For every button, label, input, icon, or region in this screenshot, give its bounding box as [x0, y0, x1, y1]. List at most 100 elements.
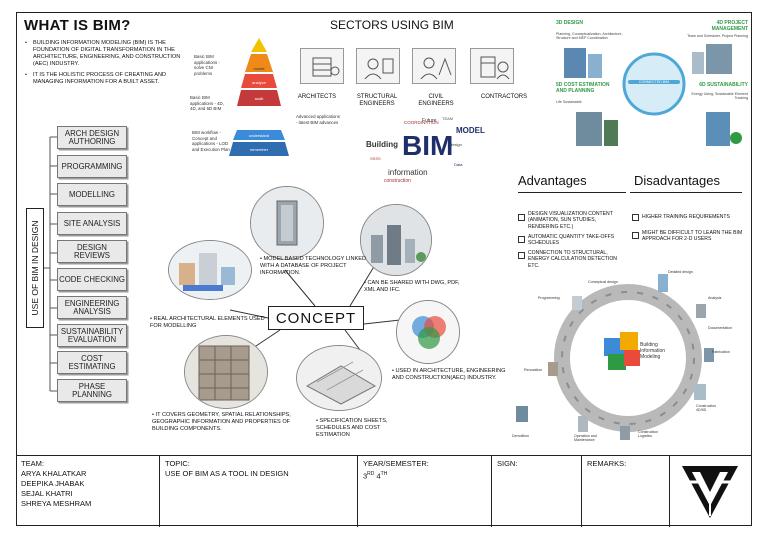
remarks-label: REMARKS:: [587, 459, 627, 468]
poster-sheet: [16, 12, 752, 526]
lifecycle-stage: Documentation: [708, 326, 733, 330]
dim-5d-sub: Life Sustainable: [556, 100, 582, 104]
what-is-bim-bullets: Building information modeling (BIM) is t…: [24, 40, 184, 90]
disadvantage-text: Might be difficult to learn the BIM appr…: [642, 230, 743, 243]
concept-point-geometry: • It covers geometry, spatial relationsh…: [152, 412, 291, 432]
advantage-text: Connection to structural, energy calcula…: [528, 250, 617, 269]
concept-image-city: [360, 204, 432, 276]
lifecycle-stage: Operation and Maintenance: [574, 434, 597, 442]
uses-connector-lines: [44, 136, 58, 392]
dim-4d-title: 4D PROJECT MANAGEMENT: [711, 20, 748, 32]
sign-cell: SIGN:: [492, 456, 582, 527]
sign-label: SIGN:: [497, 459, 518, 468]
use-of-bim-label: USE OF BIM IN DESIGN: [30, 220, 40, 316]
pyramid-note: BIM workflow - Concept and applications …: [192, 130, 230, 152]
use-item-sustainability: SUSTAINABILITY EVALUATION: [57, 324, 127, 347]
use-item-engineering-analysis: ENGINEERING ANALYSIS: [57, 296, 127, 319]
dim-3d-title: 3D DESIGN: [556, 20, 583, 26]
wordcloud-word: COORDINATION: [404, 120, 439, 125]
pyramid-level: analyze: [252, 80, 266, 85]
concept-point-text: Used in architecture, engineering and co…: [392, 368, 506, 381]
use-item-site-analysis: SITE ANALYSIS: [57, 212, 127, 235]
year-label: YEAR/SEMESTER:: [363, 459, 429, 468]
wordcloud-word: TEAM: [442, 116, 454, 121]
wordcloud-word: MODEL: [456, 126, 485, 135]
concept-point-database: • Model based technology linked with a d…: [260, 256, 366, 276]
advantages-title: Advantages: [518, 173, 587, 188]
topic-label: TOPIC:: [165, 459, 190, 468]
concept-image-elements: [168, 240, 252, 300]
advantage-checkbox: [518, 214, 525, 221]
sector-label: Contractors: [480, 94, 528, 100]
disadvantage-checkbox: [632, 214, 639, 221]
concept-image-bim-model: [250, 186, 324, 260]
dim-4d-sub: Team and Scheduler, Project Planning: [687, 34, 748, 38]
architect-icon: [300, 48, 344, 84]
use-item-arch-design: ARCH DESIGN AUTHORING: [57, 126, 127, 149]
sector-label: Architects: [297, 94, 337, 100]
advantage-text: Design visualization content (animation,…: [528, 211, 613, 230]
concept-image-aec-venn: [396, 300, 460, 364]
use-item-modelling: MODELLING: [57, 183, 127, 206]
team-cell: TEAM: ARYA KHALATKAR DEEPIKA JHABAK SEJA…: [16, 456, 160, 527]
use-of-bim-label-bar: USE OF BIM IN DESIGN: [26, 208, 44, 328]
connected-bim-hub: CONNECTED BIM: [628, 80, 680, 84]
wordcloud-word: Data: [454, 162, 463, 167]
bim-pyramid: model analyze audit understand remember: [229, 36, 289, 156]
bim-word-cloud: BIM Building MODEL information construct…: [364, 112, 496, 190]
disadvantages-title: Disadvantages: [634, 173, 720, 188]
year-a: 3: [363, 471, 368, 481]
wordcloud-word: construction: [384, 178, 411, 184]
year-value: 3RD 4TH: [363, 469, 486, 482]
lifecycle-stage: Demolition: [512, 434, 529, 438]
advantages-rule: [518, 192, 626, 193]
pyramid-note: Basic BIM applications - 4D, 4D, and 5D …: [190, 95, 224, 112]
concept-point-text: Can be shared with DWG, PDF, XML and IFC…: [364, 280, 460, 293]
use-item-programming: PROGRAMMING: [57, 155, 127, 178]
topic-cell: TOPIC: USE OF BIM AS A TOOL IN DESIGN: [160, 456, 358, 527]
concept-point-aec: • Used in architecture, engineering and …: [392, 368, 506, 381]
pyramid-note: Basic BIM applications - solve CNI probl…: [194, 54, 220, 76]
concept-point-specs: • Specification sheets, schedules and co…: [316, 418, 388, 438]
wordcloud-big: BIM: [402, 130, 454, 161]
lifecycle-stage: Detailed design: [668, 270, 693, 274]
team-member: SEJAL KHATRI: [21, 489, 73, 498]
structural-engineer-icon: [356, 48, 400, 84]
concept-point-text: Model based technology linked with a dat…: [260, 256, 366, 276]
dim-6d-title: 6D SUSTAINABILITY: [699, 82, 748, 88]
year-b-sup: TH: [380, 471, 388, 477]
wordcloud-word: Building: [366, 140, 398, 149]
concept-point-text: Real architectural elements used for mod…: [150, 316, 265, 329]
concept-point-formats: • Can be shared with DWG, PDF, XML and I…: [364, 280, 460, 293]
lifecycle-stage: Analysis: [708, 296, 722, 300]
team-member: ARYA KHALATKAR: [21, 469, 87, 478]
dim-3d-sub: Planning, Conceptualization, Architectur…: [556, 32, 623, 41]
pyramid-level: understand: [248, 133, 269, 138]
use-item-phase-planning: PHASE PLANNING: [57, 379, 127, 402]
concept-point-text: Specification sheets, schedules and cost…: [316, 418, 388, 438]
lifecycle-stage: Fabrication: [712, 350, 730, 354]
pyramid-level: model: [253, 66, 265, 71]
lifecycle-center: Building Information Modeling: [640, 342, 666, 360]
concept-point-text: It covers geometry, spatial relationship…: [152, 412, 291, 432]
year-cell: YEAR/SEMESTER: 3RD 4TH: [358, 456, 492, 527]
institute-logo: [678, 460, 742, 522]
civil-engineer-icon: [412, 48, 456, 84]
wordcloud-word: information: [388, 168, 428, 177]
bim-lifecycle-diagram: Building Information Modeling Conceptual…: [508, 266, 744, 450]
year-b: 4: [376, 471, 381, 481]
wordcloud-word: design: [450, 142, 462, 147]
concept-box: CONCEPT: [268, 306, 364, 330]
bim-dimensions-graphic: 3D DESIGN Planning, Conceptualization, A…: [556, 20, 750, 152]
topic-value: USE OF BIM AS A TOOL IN DESIGN: [165, 469, 289, 478]
remarks-cell: REMARKS:: [582, 456, 670, 527]
concept-point-real-elements: • Real architectural elements used for m…: [150, 316, 265, 329]
disadvantage-checkbox: [632, 232, 639, 239]
bullet-item: Building information modeling (BIM) is t…: [24, 40, 184, 68]
advantage-checkbox: [518, 236, 525, 243]
sectors-title: SECTORS USING BIM: [330, 18, 454, 32]
team-member: DEEPIKA JHABAK: [21, 479, 85, 488]
use-item-design-reviews: DESIGN REVIEWS: [57, 240, 127, 263]
sector-label: Structural engineers: [356, 94, 398, 107]
year-a-sup: RD: [367, 471, 375, 477]
